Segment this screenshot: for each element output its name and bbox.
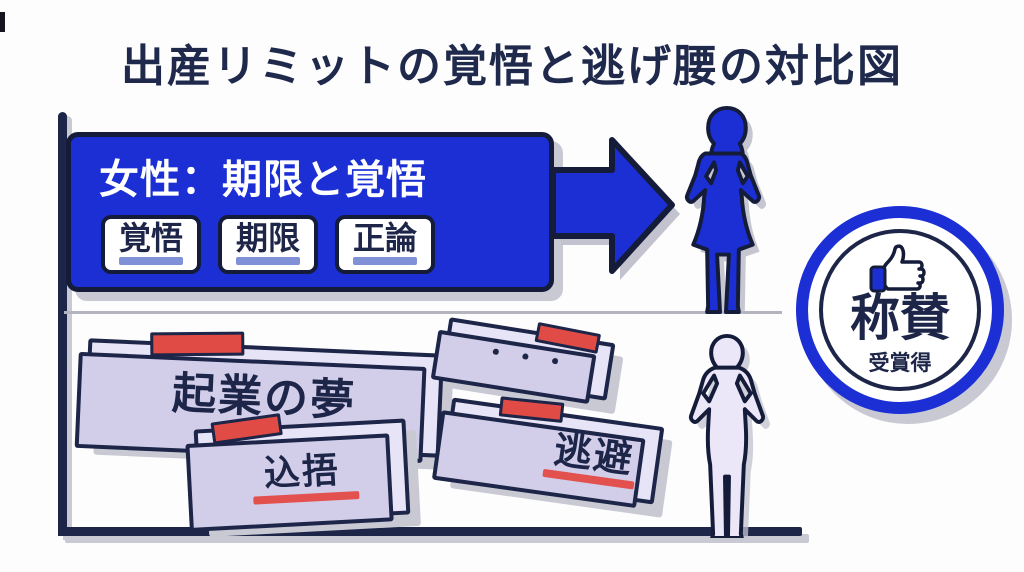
women-resolve-banner: 女性：期限と覚悟 覚悟 期限 正論	[66, 132, 554, 292]
woman-silhouette	[684, 105, 767, 314]
card-ellipsis: ・・・	[440, 317, 616, 401]
tag-chip-label: 覚悟	[119, 220, 184, 256]
tag-chip-label: 正論	[353, 220, 418, 256]
y-axis-line	[58, 112, 67, 536]
x-axis-line	[58, 527, 802, 536]
red-tape-icon	[150, 331, 245, 357]
card-excuse: 込捂	[193, 413, 411, 526]
card-label: 込捂	[262, 449, 341, 495]
chip-underline	[236, 257, 301, 266]
divider-line	[64, 311, 782, 314]
badge-label: 称賛	[850, 290, 950, 346]
chip-underline	[119, 257, 184, 266]
tag-chip-label: 期限	[236, 220, 301, 256]
badge-sublabel: 受賞得	[868, 352, 932, 375]
man-silhouette	[688, 333, 771, 538]
thumbs-up-icon	[869, 244, 926, 293]
card-escape: 逃避	[441, 396, 665, 505]
forward-arrow-icon	[550, 137, 680, 280]
tag-chip-kakugo: 覚悟	[101, 215, 202, 275]
diagram-title: 出産リミットの覚悟と逃げ腰の対比図	[121, 42, 903, 91]
chip-underline	[353, 257, 418, 266]
tag-chip-kigen: 期限	[218, 215, 319, 275]
tag-chip-row: 覚悟 期限 正論	[101, 215, 549, 275]
screen-edge-artifact	[0, 12, 5, 32]
praise-badge: 称賛 受賞得	[796, 206, 1004, 414]
badge-face: 称賛 受賞得	[819, 229, 981, 391]
banner-heading: 女性：期限と覚悟	[99, 158, 427, 202]
red-tape-icon	[498, 396, 565, 423]
tag-chip-seiron: 正論	[335, 215, 436, 275]
